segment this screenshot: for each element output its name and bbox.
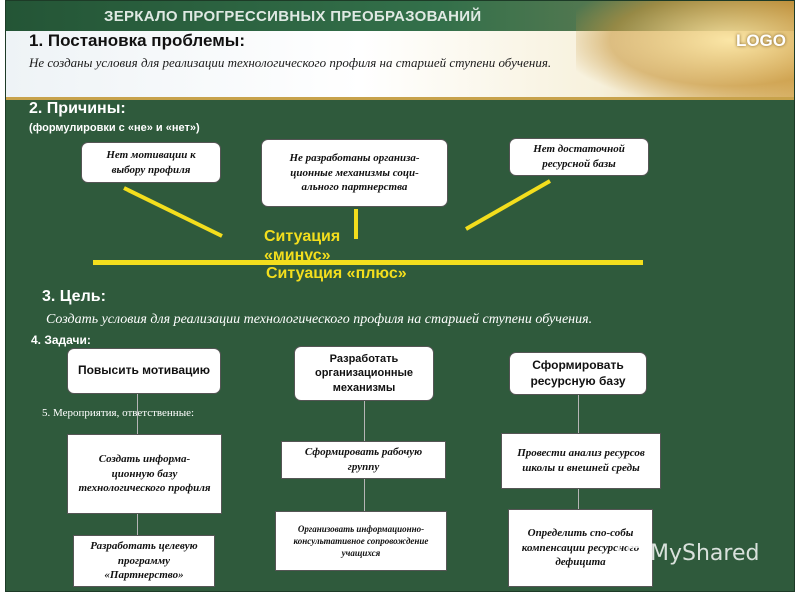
causes-subheading: (формулировки с «не» и «нет»): [29, 122, 200, 134]
cause-box-motivation: Нет мотивации к выбору профиля: [81, 142, 221, 183]
measure-label: Определить спо-собы компенсации ресурсно…: [521, 526, 640, 569]
measure-deficit-compensation: Определить спо-собы компенсации ресурсно…: [508, 509, 653, 587]
measure-label: Разработать целевую программу «Партнерст…: [90, 539, 198, 582]
cause-box-resources: Нет достаточной ресурсной базы: [509, 138, 649, 176]
link-col3-b: [578, 489, 579, 509]
link-col1-a: [137, 394, 138, 434]
causes-heading: 2. Причины:: [29, 100, 126, 117]
measure-label: Сформировать рабочую группу: [304, 446, 423, 473]
problem-text: Не созданы условия для реализации технол…: [29, 55, 552, 70]
cause-label: Не разработаны организа-ционные механизм…: [289, 151, 420, 194]
measure-label: Создать информа-ционную базу технологиче…: [78, 452, 211, 495]
logo: LOGO: [735, 31, 786, 50]
situation-minus: Ситуация «минус»: [264, 228, 341, 264]
task-label: Сформировать ресурсную базу: [530, 357, 626, 388]
pen-illustration: [576, 1, 794, 99]
tasks-heading: 4. Задачи:: [31, 333, 91, 347]
goal-heading: 3. Цель:: [42, 288, 106, 305]
watermark: MyShared: [618, 539, 759, 567]
measure-label: Организовать информационно-консультативн…: [293, 523, 429, 559]
presentation-icon: [618, 539, 646, 567]
problem-heading: 1. Постановка проблемы:: [29, 31, 245, 50]
slide-title: ЗЕРКАЛО ПРОГРЕССИВНЫХ ПРЕОБРАЗОВАНИЙ: [104, 8, 482, 25]
cause-label: Нет достаточной ресурсной базы: [533, 143, 625, 170]
measure-info-base: Создать информа-ционную базу технологиче…: [67, 434, 222, 514]
task-label: Повысить мотивацию: [77, 363, 211, 378]
measure-working-group: Сформировать рабочую группу: [281, 441, 446, 479]
task-box-motivation: Повысить мотивацию: [67, 348, 221, 394]
measure-label: Провести анализ ресурсов школы и внешней…: [517, 447, 645, 474]
task-label: Разработать организационные механизмы: [314, 353, 414, 394]
situation-plus: Ситуация «плюс»: [266, 265, 407, 282]
cause-label: Нет мотивации к выбору профиля: [106, 148, 196, 176]
connector-right: [465, 179, 551, 231]
slide-board: ЗЕРКАЛО ПРОГРЕССИВНЫХ ПРЕОБРАЗОВАНИЙ LOG…: [5, 0, 795, 592]
task-box-resources: Сформировать ресурсную базу: [509, 352, 647, 395]
link-col3-a: [578, 395, 579, 433]
task-box-mechanisms: Разработать организационные механизмы: [294, 346, 434, 401]
link-col2-a: [364, 401, 365, 441]
measure-consulting-support: Организовать информационно-консультативн…: [275, 511, 447, 571]
situation-divider: [93, 260, 643, 265]
goal-text: Создать условия для реализации технологи…: [46, 312, 593, 327]
link-col2-b: [364, 479, 365, 511]
header-divider: [6, 97, 794, 100]
connector-left: [123, 186, 223, 238]
header-area: ЗЕРКАЛО ПРОГРЕССИВНЫХ ПРЕОБРАЗОВАНИЙ LOG…: [6, 1, 794, 100]
measure-partnership-program: Разработать целевую программу «Партнерст…: [73, 535, 215, 587]
cause-connectors: [123, 179, 551, 239]
link-col1-b: [137, 514, 138, 535]
measures-heading: 5. Мероприятия, ответственные:: [42, 407, 195, 419]
cause-box-mechanisms: Не разработаны организа-ционные механизм…: [261, 139, 448, 207]
watermark-text: MyShared: [650, 540, 760, 566]
measure-resource-analysis: Провести анализ ресурсов школы и внешней…: [501, 433, 661, 489]
